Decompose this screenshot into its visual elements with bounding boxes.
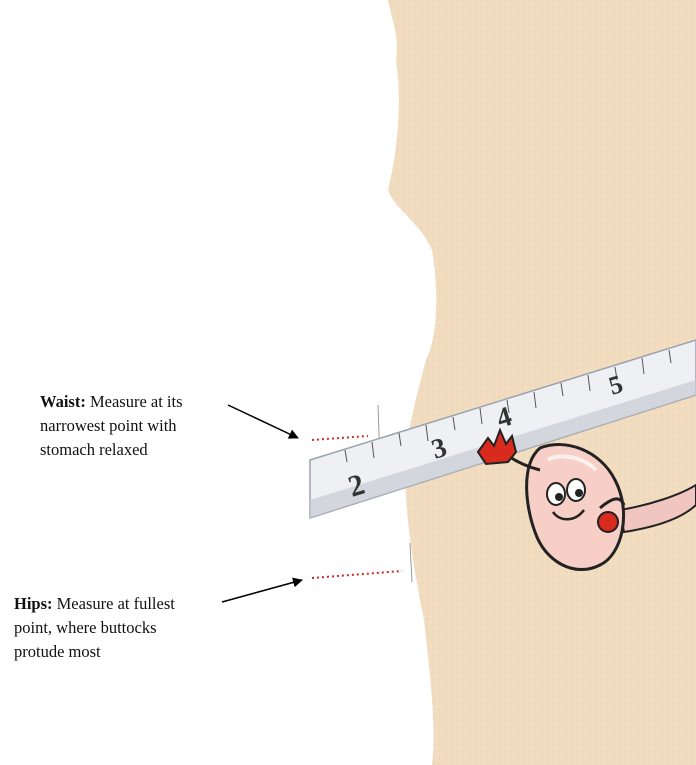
waist-text-line1: Measure at its: [90, 392, 183, 411]
waist-text-line2: narrowest point with: [40, 416, 177, 435]
waist-callout: Waist: Measure at its narrowest point wi…: [40, 390, 240, 462]
hips-arrow-icon: [222, 580, 302, 602]
hips-callout: Hips: Measure at fullest point, where bu…: [14, 592, 219, 664]
waist-text-line3: stomach relaxed: [40, 440, 148, 459]
hips-label: Hips:: [14, 594, 53, 613]
hips-text-line3: protude most: [14, 642, 101, 661]
hips-text-line1: Measure at fullest: [57, 594, 175, 613]
hips-text-line2: point, where buttocks: [14, 618, 157, 637]
waist-label: Waist:: [40, 392, 86, 411]
